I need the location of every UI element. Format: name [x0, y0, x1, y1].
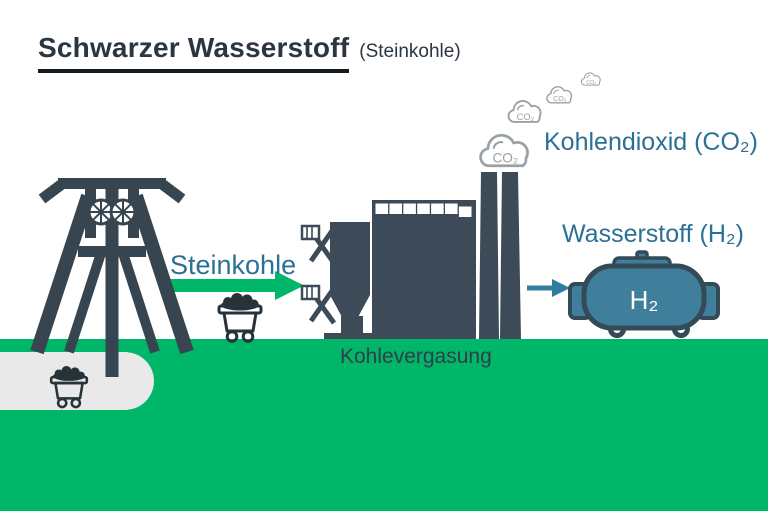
co2-cloud-icon: CO₂	[546, 86, 573, 104]
title-qualifier: (Steinkohle)	[359, 41, 461, 62]
label-steinkohle: Steinkohle	[170, 250, 297, 280]
h2-tank-icon	[568, 250, 720, 338]
coal-cart-icon	[217, 293, 263, 343]
cloud-label: CO₂	[586, 80, 596, 86]
co2-cloud-icon: CO₂	[580, 72, 601, 86]
mine-tunnel	[0, 352, 154, 410]
winding-wheel-icon	[109, 198, 137, 226]
chimney	[479, 172, 499, 339]
title-main: Schwarzer Wasserstoff	[38, 32, 350, 73]
chimney	[500, 172, 521, 339]
page-title: Schwarzer Wasserstoff (Steinkohle)	[38, 32, 461, 73]
silo	[330, 222, 370, 319]
co2-cloud-icon: CO₂	[507, 100, 542, 123]
h2-arrow-icon	[527, 279, 570, 297]
mine-shaft	[105, 188, 119, 377]
cloud-label: CO₂	[492, 151, 518, 166]
plant-hall	[372, 200, 476, 339]
cloud-label: CO₂	[517, 112, 535, 122]
tank-body	[581, 263, 707, 331]
mine-headframe-icon	[30, 178, 194, 377]
co2-cloud-icon: CO₂	[479, 133, 529, 168]
cloud-label: CO₂	[553, 95, 567, 103]
ladder-box-icon	[300, 284, 321, 301]
label-wasserstoff: Wasserstoff (H₂)	[562, 220, 744, 248]
label-kohlevergasung: Kohlevergasung	[340, 345, 492, 368]
label-kohlendioxid: Kohlendioxid (CO₂)	[544, 128, 758, 156]
tank-h2-label: H₂	[629, 285, 659, 315]
steinkohle-arrow-icon	[168, 271, 304, 300]
gasification-plant-icon	[300, 172, 521, 339]
winding-wheel-icon	[87, 198, 115, 226]
ladder-box-icon	[300, 224, 321, 241]
